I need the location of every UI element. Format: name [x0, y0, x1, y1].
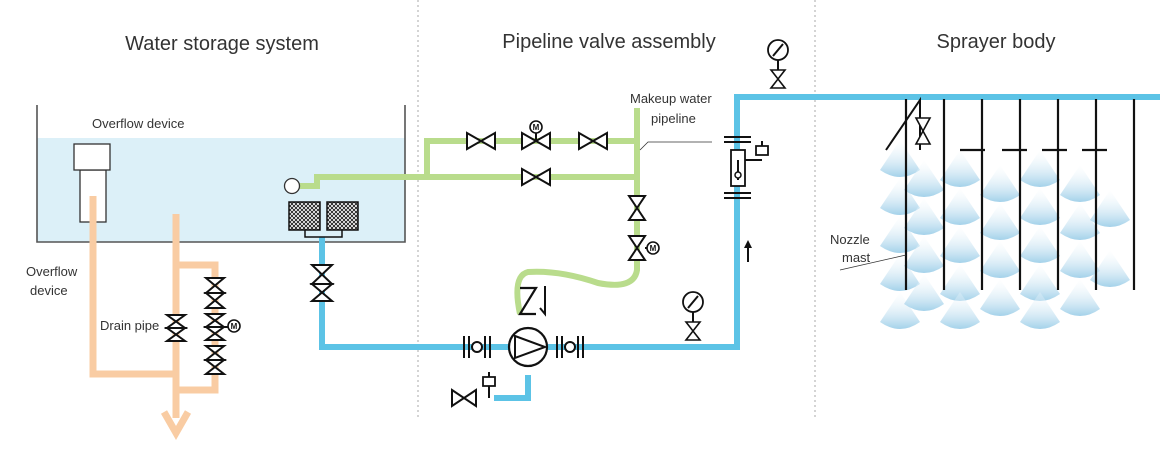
motor-valve-makeup-vertical-icon[interactable]: M — [627, 235, 660, 261]
nozzle-masts — [904, 99, 1136, 290]
motor-valve-makeup-icon[interactable]: M — [521, 120, 551, 151]
intake-strainer-left-icon — [288, 201, 321, 231]
air-release-valve-pump-icon — [482, 372, 496, 398]
label-overflow-device-pipe-2: device — [30, 283, 68, 298]
label-makeup-water-1: Makeup water — [630, 91, 712, 106]
gate-valve-intake-icon[interactable] — [309, 264, 335, 302]
label-drain-pipe: Drain pipe — [100, 318, 159, 333]
overflow-device-cap — [73, 143, 111, 171]
spray-patterns — [880, 140, 1130, 329]
svg-text:M: M — [533, 123, 540, 132]
pipeline-filter-icon — [724, 136, 769, 199]
strainer-manifold — [304, 230, 343, 238]
flow-direction-arrow-icon — [744, 240, 752, 262]
float-valve-icon — [283, 177, 301, 195]
makeup-water-pipeline — [293, 108, 640, 315]
intake-strainer-right-icon — [326, 201, 359, 231]
main-water-pipeline — [319, 94, 1160, 401]
check-valve-pump-icon — [518, 286, 546, 317]
gate-valve-makeup-bypass-icon[interactable] — [521, 167, 551, 187]
label-makeup-water-2: pipeline — [651, 111, 696, 126]
water-tank — [36, 105, 406, 243]
pump-inlet-flange-icon — [463, 336, 491, 358]
pump-outlet-flange-icon — [556, 336, 584, 358]
label-overflow-device-tank: Overflow device — [92, 116, 184, 131]
gate-valve-makeup-vertical-icon[interactable] — [627, 195, 647, 221]
water-pump-icon[interactable] — [507, 326, 549, 368]
pressure-gauge-main-icon — [682, 291, 704, 341]
label-overflow-device-pipe-1: Overflow — [26, 264, 78, 279]
svg-text:M: M — [231, 322, 238, 331]
drain-outlet-arrow — [160, 410, 192, 441]
gate-valve-pump-drain-icon[interactable] — [451, 388, 477, 408]
label-nozzle-mast-2: mast — [842, 250, 871, 265]
gate-valve-drain-upper-icon[interactable] — [203, 277, 227, 309]
motor-valve-drain-icon[interactable]: M — [202, 313, 241, 341]
pressure-gauge-top-icon — [767, 39, 789, 89]
label-nozzle-mast-1: Nozzle — [830, 232, 870, 247]
gate-valve-drain-lower-icon[interactable] — [203, 345, 227, 375]
svg-text:M: M — [650, 244, 657, 253]
sprayer-inlet-valve-icon[interactable] — [885, 96, 932, 151]
section-title-water-storage: Water storage system — [125, 33, 319, 55]
nozzle-leader-line — [839, 254, 907, 271]
gate-valve-drain-pipe-icon[interactable] — [163, 314, 189, 342]
gate-valve-makeup-1-icon[interactable] — [466, 131, 496, 151]
gate-valve-makeup-2-icon[interactable] — [578, 131, 608, 151]
section-title-pipeline-valve: Pipeline valve assembly — [502, 31, 715, 53]
section-title-sprayer-body: Sprayer body — [937, 31, 1056, 53]
makeup-leader-line — [639, 141, 712, 151]
